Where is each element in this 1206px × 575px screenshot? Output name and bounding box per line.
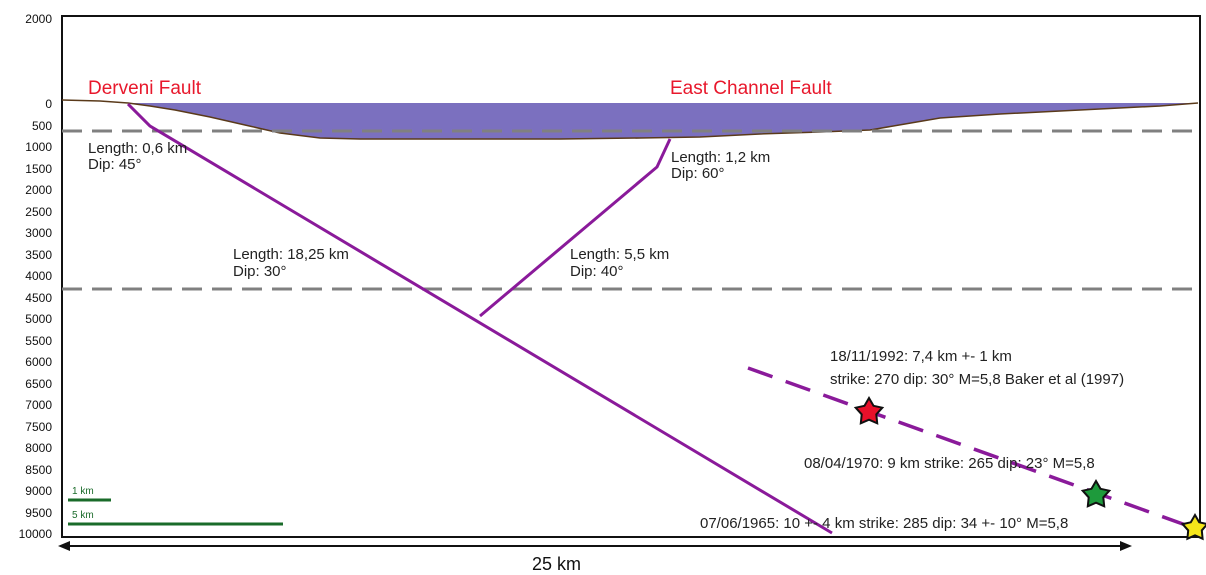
y-tick: 9500 [25, 506, 52, 520]
y-tick: 0 [45, 97, 52, 111]
derveni-upper-dip: Dip: 45° [88, 156, 142, 173]
y-tick: 5000 [25, 312, 52, 326]
earthquake-star-1965 [1180, 512, 1206, 541]
y-tick: 1000 [25, 140, 52, 154]
earthquake-1992-details: strike: 270 dip: 30° M=5,8 Baker et al (… [830, 371, 1124, 388]
y-tick: 4000 [25, 269, 52, 283]
plot-frame [61, 15, 1201, 538]
y-tick: 5500 [25, 334, 52, 348]
east-channel-fault-line [479, 138, 672, 318]
derveni-main-dip: Dip: 30° [233, 263, 287, 280]
scale-bar-1km-label: 1 km [72, 486, 94, 497]
y-tick: 2000 [25, 12, 52, 26]
east-channel-upper-length: Length: 1,2 km [671, 149, 770, 166]
y-tick: 3500 [25, 248, 52, 262]
y-tick: 7000 [25, 398, 52, 412]
earthquake-star-1970 [1080, 478, 1112, 508]
earthquake-star-1992 [853, 395, 885, 425]
east-channel-main-dip: Dip: 40° [570, 263, 624, 280]
y-tick: 8500 [25, 463, 52, 477]
y-tick: 2000 [25, 183, 52, 197]
y-tick: 6000 [25, 355, 52, 369]
y-tick: 7500 [25, 420, 52, 434]
y-tick: 4500 [25, 291, 52, 305]
y-tick: 10000 [19, 527, 53, 541]
earthquake-1970-label: 08/04/1970: 9 km strike: 265 dip: 23° M=… [804, 455, 1095, 472]
distance-arrow-left-head [58, 541, 70, 551]
y-tick: 1500 [25, 162, 52, 176]
east-channel-main-length: Length: 5,5 km [570, 246, 669, 263]
y-tick: 9000 [25, 484, 52, 498]
derveni-upper-length: Length: 0,6 km [88, 140, 187, 157]
y-tick: 500 [32, 119, 52, 133]
topography-line [61, 99, 1199, 140]
y-tick: 8000 [25, 441, 52, 455]
east-channel-fault-title: East Channel Fault [670, 78, 832, 99]
derveni-fault-line [126, 102, 833, 535]
distance-arrow-right-head [1120, 541, 1132, 551]
y-axis: 2000 0 500 1000 1500 2000 2500 3000 3500… [19, 12, 53, 541]
earthquake-1965-label: 07/06/1965: 10 +- 4 km strike: 285 dip: … [700, 515, 1068, 532]
derveni-fault-title: Derveni Fault [88, 78, 202, 99]
east-channel-upper-dip: Dip: 60° [671, 165, 725, 182]
y-tick: 3000 [25, 226, 52, 240]
y-tick: 6500 [25, 377, 52, 391]
derveni-main-length: Length: 18,25 km [233, 246, 349, 263]
scale-bar-5km-label: 5 km [72, 510, 94, 521]
y-tick: 2500 [25, 205, 52, 219]
earthquake-1992-label: 18/11/1992: 7,4 km +- 1 km [830, 348, 1012, 365]
earthquake-dashed-plane [747, 366, 1195, 530]
distance-label: 25 km [532, 554, 581, 574]
